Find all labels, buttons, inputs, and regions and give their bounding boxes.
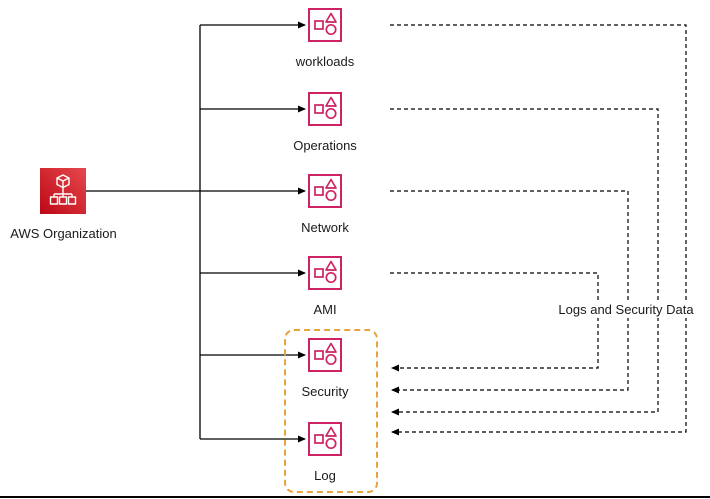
node-label-security: Security: [301, 384, 349, 399]
node-label-workloads: workloads: [295, 54, 355, 69]
dashed-dataflow-connectors: [390, 24, 687, 436]
organizational-unit-icon-workloads: [308, 8, 342, 42]
node-label-operations: Operations: [293, 138, 357, 153]
bottom-border-line: [0, 496, 710, 498]
node-label-network: Network: [301, 220, 349, 235]
root-node-label: AWS Organization: [10, 226, 117, 241]
organizational-unit-icon-security: [308, 338, 342, 372]
organizational-unit-icon-ami: [308, 256, 342, 290]
organizational-unit-icon-operations: [308, 92, 342, 126]
dataflow-edge-label: Logs and Security Data: [545, 302, 707, 318]
node-label-log: Log: [314, 468, 336, 483]
node-label-ami: AMI: [313, 302, 337, 317]
organizational-unit-icon-log: [308, 422, 342, 456]
security-log-group-box: [284, 329, 378, 493]
organizational-unit-icon-network: [308, 174, 342, 208]
aws-organizations-icon: [40, 168, 86, 214]
